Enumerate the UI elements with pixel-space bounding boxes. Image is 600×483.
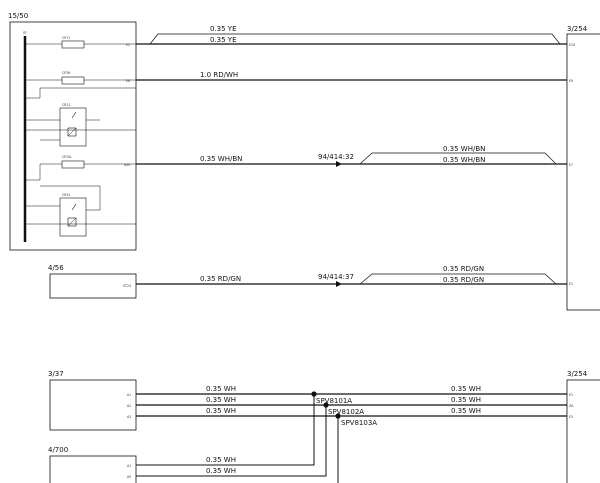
splice-spv8103a-label: SPV8103A: [341, 419, 377, 427]
splice-spv8102a-label: SPV8102A: [328, 408, 364, 416]
wire-ye-1[interactable]: [136, 33, 567, 45]
wire-wh-bn-branch[interactable]: [359, 152, 557, 165]
wire-wh-2-label: 0.35 WH: [206, 396, 236, 404]
fuse-cp26-label: CP26: [62, 71, 70, 75]
relay-cr11: [59, 107, 87, 147]
pin-a30: A30: [124, 163, 130, 167]
pin-e9: E9: [569, 79, 573, 83]
pin-a2: A2: [127, 404, 131, 408]
pin-a5-4700: A5: [127, 475, 131, 479]
bus-label: SF: [23, 31, 27, 35]
splice-drop-1[interactable]: [136, 394, 315, 466]
component-4-700-label: 4/700: [48, 446, 68, 454]
pin-e8: E8: [126, 79, 130, 83]
ref-94-414-37[interactable]: 94/414:37: [318, 273, 354, 281]
relay-cr21-label: CR21: [62, 193, 71, 197]
relay-cr11-label: CR11: [62, 103, 71, 107]
relay-coil: [67, 127, 77, 137]
fuse-cp11-label: CP11: [62, 36, 70, 40]
ref-arrow-head: [336, 161, 342, 167]
pin-e2: E2: [126, 43, 130, 47]
wire-wh-bn-label-lower: 0.35 WH/BN: [443, 156, 485, 164]
pin-a1: A1: [127, 393, 131, 397]
component-4-56-box[interactable]: [49, 273, 137, 299]
splice-spv8101a-label: SPV8101A: [316, 397, 352, 405]
component-3-254-bottom-label: 3/254: [567, 370, 588, 378]
relay-coil: [67, 127, 77, 137]
component-3-254-bottom-box[interactable]: [566, 379, 600, 483]
wire-wh-5-label: 0.35 WH: [206, 467, 236, 475]
fuse-cp26: [61, 76, 85, 85]
fuse-cp15l: [61, 160, 85, 169]
ref-arrow-head: [336, 281, 342, 287]
wire-wh-bn-label-upper: 0.35 WH/BN: [443, 145, 485, 153]
component-4-700-box[interactable]: [49, 455, 137, 483]
pin-za: ZA: [569, 404, 574, 408]
relay-cr21: [59, 197, 87, 237]
component-3-254-top-label: 3/254: [567, 25, 588, 33]
pin-a1-4700: A1: [127, 464, 131, 468]
splice-drop-2[interactable]: [136, 405, 327, 477]
wire-rd-gn-label-upper: 0.35 RD/GN: [443, 265, 484, 273]
relay-coil: [67, 217, 77, 227]
component-3-254-top-box[interactable]: [566, 33, 600, 311]
wire-wh-1r-label: 0.35 WH: [451, 385, 481, 393]
component-15-50-label: 15/50: [8, 12, 28, 20]
component-3-37-box[interactable]: [49, 379, 137, 431]
pin-e10: E10: [569, 43, 575, 47]
pin-a3: A3: [127, 415, 131, 419]
component-4-56-label: 4/56: [48, 264, 64, 272]
wire-rd-gn-label-left: 0.35 RD/GN: [200, 275, 241, 283]
pin-e1: E1: [569, 282, 573, 286]
pin-e7: E7: [569, 163, 573, 167]
fuse-cp15l-label: CP15L: [62, 155, 72, 159]
inner-line: [40, 185, 101, 210]
component-3-37-label: 3/37: [48, 370, 64, 378]
wire-rd-wh-label: 1.0 RD/WH: [200, 71, 238, 79]
wire-ye-1-label: 0.35 YE: [210, 25, 237, 33]
pin-e3: E3: [569, 415, 573, 419]
inner-line: [25, 164, 41, 181]
wire-wh-2r-label: 0.35 WH: [451, 396, 481, 404]
wire-wh-4-label: 0.35 WH: [206, 456, 236, 464]
wire-wh-3-label: 0.35 WH: [206, 407, 236, 415]
pin-st24: ST24: [123, 284, 131, 288]
wire-wh-1-label: 0.35 WH: [206, 385, 236, 393]
inner-line: [25, 87, 136, 99]
relay-switch: [71, 203, 77, 211]
wire-ye-2-label: 0.35 YE: [210, 36, 237, 44]
component-15-50-box[interactable]: [9, 21, 137, 251]
wire-wh-3r-label: 0.35 WH: [451, 407, 481, 415]
pin-e1-bottom: E1: [569, 393, 573, 397]
wire-rd-gn-branch[interactable]: [359, 273, 557, 285]
wire-rd-gn-label-lower: 0.35 RD/GN: [443, 276, 484, 284]
fuse-cp11: [61, 40, 85, 49]
relay-switch: [71, 111, 77, 119]
wire-wh-bn-label-left: 0.35 WH/BN: [200, 155, 242, 163]
relay-coil: [67, 217, 77, 227]
ref-94-414-32[interactable]: 94/414:32: [318, 153, 354, 161]
